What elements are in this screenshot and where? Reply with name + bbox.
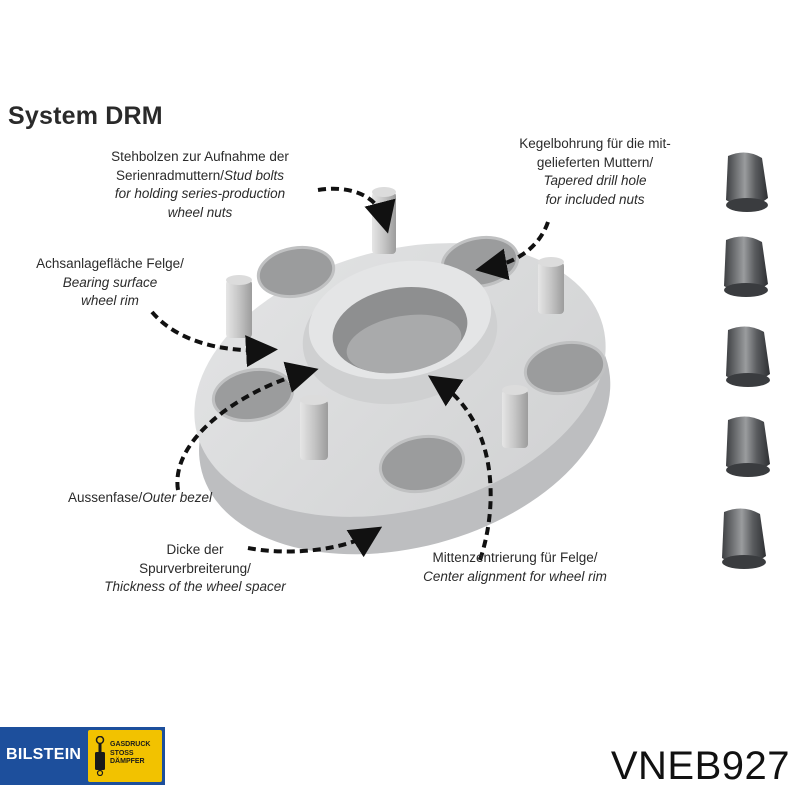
callout-text-de: Aussenfase/ [67, 490, 143, 505]
callout-arrows [150, 186, 550, 561]
wheel-spacer [194, 187, 611, 555]
callout-text-en: Bearing surface [62, 274, 158, 290]
stud [538, 257, 564, 314]
callout-text-en: wheel nuts [167, 204, 233, 220]
callout-text-de: gelieferten Muttern/ [536, 154, 654, 170]
callout-text-en: Thickness of the wheel spacer [104, 579, 286, 594]
nut-holes [211, 235, 607, 494]
callout-text-en: for included nuts [545, 191, 645, 207]
callout-text-de: Kegelbohrung für die mit- [519, 136, 671, 151]
arrow-bezel [175, 361, 319, 491]
stud [226, 275, 252, 338]
center-bore-inner [346, 314, 462, 374]
arrow-center-alignment [428, 375, 493, 561]
arrow-stud-bolts [317, 186, 396, 234]
wheel-nut [726, 416, 770, 477]
stud [300, 395, 328, 460]
arrow-thickness [247, 526, 383, 558]
shock-absorber-icon [95, 736, 105, 776]
callout-stud-bolts: Stehbolzen zur Aufnahme der Serienradmut… [60, 148, 340, 222]
callout-text-de: Stehbolzen zur Aufnahme der [111, 149, 289, 164]
studs [226, 187, 564, 460]
callout-center-alignment: Mittenzentrierung für Felge/ Center alig… [380, 549, 650, 586]
nut-hole [378, 434, 466, 494]
callout-text-en: Center alignment for wheel rim [423, 568, 607, 584]
callout-text-de: Spurverbreiterung/ [139, 560, 251, 576]
wheel-nut [726, 326, 770, 387]
callout-text-en: Tapered drill hole [543, 173, 647, 188]
callout-text-en: Outer bezel [142, 490, 213, 505]
bilstein-logo: BILSTEIN GASDRUCK STOSS DÄMPFER [0, 727, 165, 785]
wheel-nut [722, 508, 766, 569]
callout-outer-bezel: Aussenfase/Outer bezel [20, 489, 260, 508]
logo-badge: GASDRUCK STOSS DÄMPFER [88, 730, 162, 782]
arrow-bearing-surface [150, 310, 278, 368]
callout-thickness: Dicke der Spurverbreiterung/ Thickness o… [60, 541, 330, 597]
wheel-nut [726, 152, 768, 212]
callout-line-mixed: Serienradmuttern/Stud bolts [115, 167, 285, 183]
callout-text-en: for holding series-production [114, 186, 286, 201]
part-number: VNEB927 [610, 744, 790, 788]
callout-text-de: Dicke der [166, 542, 224, 557]
callout-bearing-surface: Achsanlagefläche Felge/ Bearing surface … [0, 255, 220, 311]
nut-hole [256, 245, 336, 299]
logo-tagline: GASDRUCK STOSS DÄMPFER [110, 741, 151, 765]
callout-text-en: wheel rim [81, 293, 139, 308]
logo-brand: BILSTEIN [6, 746, 82, 763]
callout-tapered-hole: Kegelbohrung für die mit- gelieferten Mu… [470, 135, 720, 209]
wheel-nut [724, 236, 768, 297]
arrow-tapered-hole [475, 221, 550, 281]
callout-text-de: Mittenzentrierung für Felge/ [432, 550, 598, 565]
callout-text-de: Achsanlagefläche Felge/ [36, 256, 184, 271]
stud [502, 385, 528, 448]
diagram-title: System DRM [8, 102, 163, 130]
nut-hole [523, 340, 607, 396]
wheel-nuts [722, 152, 770, 569]
